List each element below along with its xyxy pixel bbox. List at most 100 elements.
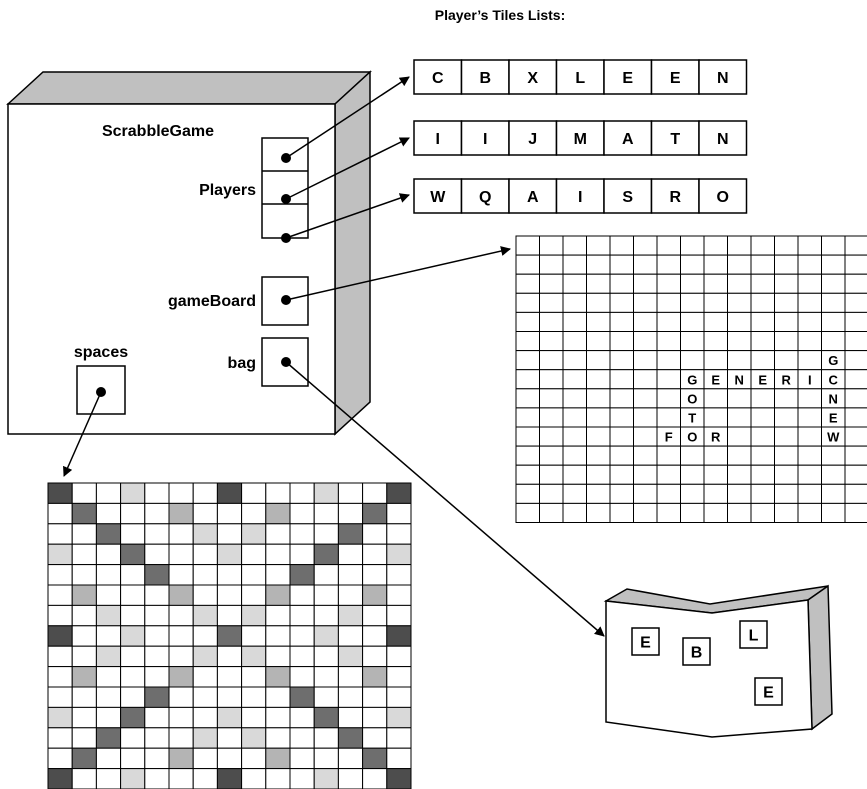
space-cell xyxy=(338,565,362,585)
board-cell xyxy=(657,293,681,312)
space-cell xyxy=(145,728,169,748)
board-cell xyxy=(516,274,540,293)
space-cell xyxy=(145,503,169,523)
board-cell xyxy=(845,351,867,370)
space-cell xyxy=(96,585,120,605)
board-cell xyxy=(657,255,681,274)
board-cell xyxy=(587,312,611,331)
space-cell xyxy=(363,605,387,625)
board-cell xyxy=(704,503,728,522)
space-cell xyxy=(193,483,217,503)
space-cell xyxy=(48,728,72,748)
board-cell xyxy=(681,312,705,331)
spaces-board xyxy=(48,483,411,789)
space-cell xyxy=(338,585,362,605)
board-cell xyxy=(516,236,540,255)
space-cell xyxy=(217,728,241,748)
tile-letter: A xyxy=(527,189,539,206)
space-cell xyxy=(314,585,338,605)
space-cell xyxy=(169,728,193,748)
space-cell xyxy=(193,687,217,707)
board-letter: N xyxy=(829,391,838,406)
space-cell xyxy=(338,524,362,544)
space-cell xyxy=(290,483,314,503)
board-cell xyxy=(657,484,681,503)
board-cell xyxy=(563,274,587,293)
space-cell xyxy=(193,748,217,768)
board-letter: G xyxy=(828,353,838,368)
space-cell xyxy=(96,728,120,748)
space-cell xyxy=(217,585,241,605)
tile-letter: W xyxy=(430,189,446,206)
board-cell xyxy=(728,312,752,331)
bag-tile-letter: L xyxy=(749,628,759,645)
board-cell xyxy=(751,332,775,351)
board-cell xyxy=(657,465,681,484)
board-cell xyxy=(563,427,587,446)
board-cell xyxy=(822,465,846,484)
space-cell xyxy=(242,544,266,564)
board-cell xyxy=(728,446,752,465)
board-cell xyxy=(610,389,634,408)
board-cell xyxy=(563,465,587,484)
board-cell xyxy=(610,274,634,293)
board-cell xyxy=(610,236,634,255)
space-cell xyxy=(217,646,241,666)
box-top-face xyxy=(8,72,370,104)
board-cell xyxy=(634,351,658,370)
board-cell xyxy=(610,351,634,370)
space-cell xyxy=(193,667,217,687)
space-cell xyxy=(96,503,120,523)
space-cell xyxy=(72,524,96,544)
space-cell xyxy=(242,503,266,523)
space-cell xyxy=(266,605,290,625)
space-cell xyxy=(338,687,362,707)
board-cell xyxy=(775,351,799,370)
space-cell xyxy=(121,626,145,646)
board-cell xyxy=(563,408,587,427)
space-cell xyxy=(242,748,266,768)
board-cell xyxy=(728,408,752,427)
board-cell xyxy=(728,332,752,351)
space-cell xyxy=(387,646,411,666)
space-cell xyxy=(145,524,169,544)
board-cell xyxy=(798,312,822,331)
board-cell xyxy=(587,351,611,370)
board-cell xyxy=(845,293,867,312)
board-cell xyxy=(516,370,540,389)
board-cell xyxy=(681,293,705,312)
space-cell xyxy=(96,483,120,503)
space-cell xyxy=(121,503,145,523)
board-cell xyxy=(610,293,634,312)
space-cell xyxy=(96,667,120,687)
space-cell xyxy=(169,646,193,666)
space-cell xyxy=(242,646,266,666)
board-cell xyxy=(704,274,728,293)
space-cell xyxy=(193,769,217,789)
board-letter: R xyxy=(711,430,721,445)
tile-letter: B xyxy=(479,70,491,87)
board-cell xyxy=(728,293,752,312)
space-cell xyxy=(363,646,387,666)
board-cell xyxy=(587,236,611,255)
board-cell xyxy=(587,427,611,446)
board-cell xyxy=(516,503,540,522)
space-cell xyxy=(387,565,411,585)
space-cell xyxy=(48,503,72,523)
space-cell xyxy=(145,667,169,687)
space-cell xyxy=(290,667,314,687)
tile-letter: E xyxy=(670,70,681,87)
space-cell xyxy=(193,565,217,585)
space-cell xyxy=(242,626,266,646)
space-cell xyxy=(242,605,266,625)
board-cell xyxy=(540,236,564,255)
board-cell xyxy=(728,389,752,408)
players-box xyxy=(262,138,308,238)
space-cell xyxy=(48,687,72,707)
space-cell xyxy=(338,728,362,748)
space-cell xyxy=(266,646,290,666)
tile-letter: E xyxy=(622,70,633,87)
space-cell xyxy=(48,565,72,585)
space-cell xyxy=(169,503,193,523)
space-cell xyxy=(266,748,290,768)
